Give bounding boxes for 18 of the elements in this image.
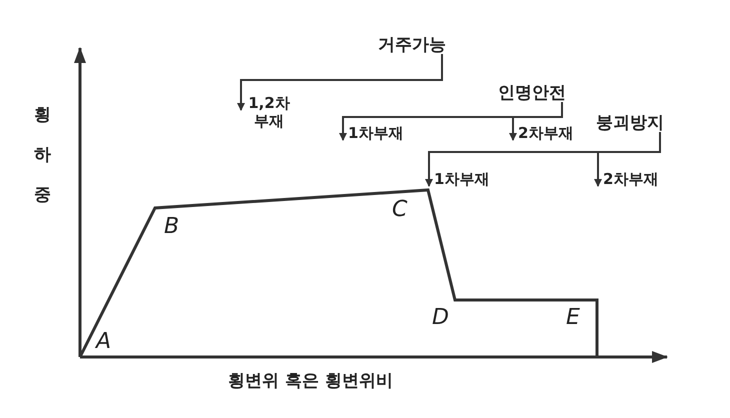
point-label: C <box>392 198 408 222</box>
arrow <box>237 54 443 111</box>
member-label: 1차부재 <box>348 124 404 142</box>
arrow <box>594 132 661 187</box>
point-label: B <box>164 215 180 239</box>
point-label: A <box>96 330 112 354</box>
performance-level-label: 인명안전 <box>498 84 566 102</box>
axis-title: 횡변위 혹은 횡변위비 <box>228 372 393 390</box>
point-label: D <box>432 306 449 330</box>
performance-level-label: 거주가능 <box>378 36 446 54</box>
member-label: 1,2차 부재 <box>246 94 292 130</box>
member-label: 1차부재 <box>434 170 490 188</box>
member-label: 2차부재 <box>603 170 658 188</box>
axis-title: 횡하중 <box>34 104 52 207</box>
point-label: E <box>566 306 580 330</box>
performance-level-label: 붕괴방지 <box>596 114 664 132</box>
arrow <box>509 102 563 141</box>
member-label: 2차부재 <box>518 124 574 142</box>
